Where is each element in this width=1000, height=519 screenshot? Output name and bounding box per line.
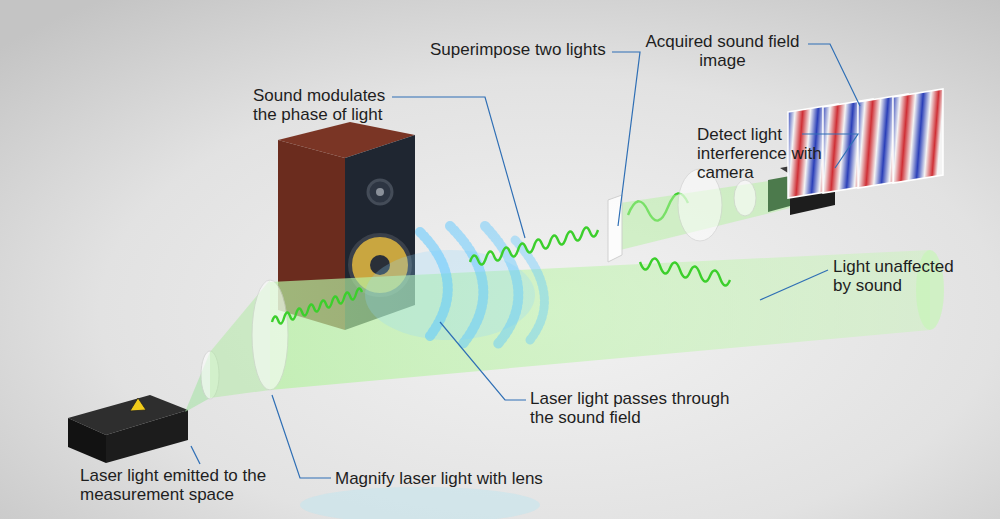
sound-field	[420, 232, 448, 336]
sound-field-image	[788, 89, 943, 198]
beam-splitter	[608, 195, 622, 262]
leader-line	[760, 270, 828, 300]
sound-field	[515, 240, 544, 340]
callout-label: Sound modulates the phase of light	[253, 86, 401, 124]
sound-field-image	[893, 89, 943, 183]
callout-label: Detect light interference with camera	[697, 125, 842, 182]
laser-source	[130, 398, 146, 411]
speaker	[368, 180, 392, 204]
sound-field	[450, 226, 483, 345]
sound-field	[365, 226, 544, 345]
leader-line	[392, 97, 525, 238]
leader-line	[612, 52, 640, 226]
laser-source	[68, 395, 188, 463]
light-wave	[470, 227, 598, 264]
callout-label: Light unaffected by sound	[833, 257, 968, 295]
camera	[768, 176, 790, 212]
laser-beam	[252, 280, 288, 390]
light-wave	[272, 288, 362, 323]
callout-label: Superimpose two lights	[430, 40, 630, 59]
laser-source	[68, 418, 106, 463]
camera	[734, 180, 756, 216]
laser-source	[106, 410, 188, 463]
leader-line	[272, 395, 331, 478]
callout-label: Laser light emitted to the measurement s…	[80, 466, 295, 504]
leader-line	[191, 446, 200, 464]
laser-beam	[185, 250, 944, 412]
floor-glow	[300, 487, 540, 519]
leader-line	[440, 322, 526, 400]
laser-beam	[270, 250, 930, 390]
callout-label: Magnify laser light with lens	[335, 469, 575, 488]
leader-line	[191, 44, 860, 478]
callout-label: Laser light passes through the sound fie…	[530, 389, 745, 427]
leader-line	[808, 44, 860, 106]
callout-label: Acquired sound field image	[635, 32, 810, 70]
speaker	[376, 188, 384, 196]
light-wave	[640, 258, 730, 285]
